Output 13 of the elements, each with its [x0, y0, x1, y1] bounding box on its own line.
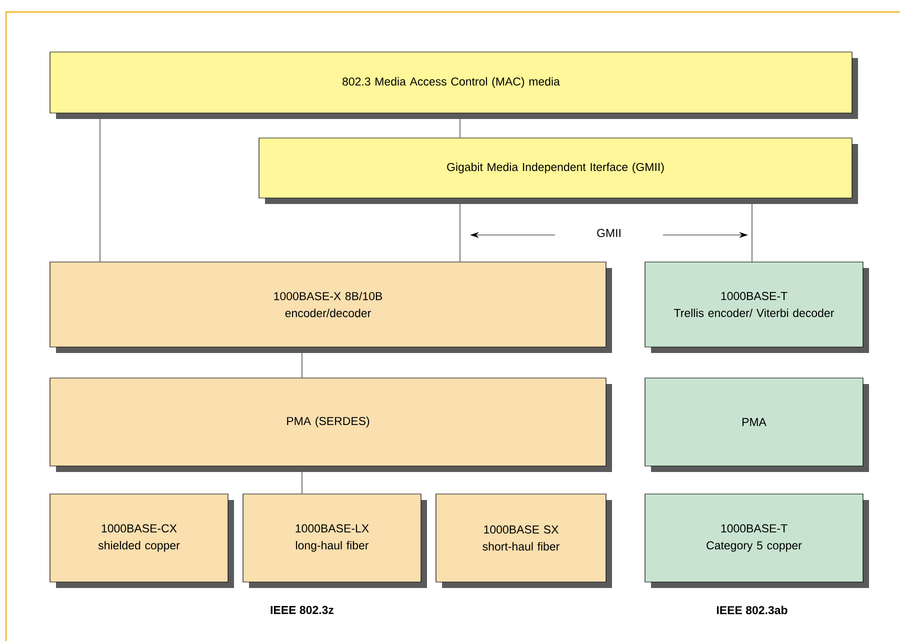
layer-box: 1000BASE SX short-haul fiber: [436, 494, 612, 588]
layer-box: 1000BASE-X 8B/10B encoder/decoder: [50, 262, 612, 353]
layer-box: 1000BASE-T Category 5 copper: [644, 494, 869, 588]
standard-label: IEEE 802.3ab: [716, 606, 788, 614]
interface-label: GMII: [597, 228, 620, 238]
layer-box: PMA: [644, 378, 869, 472]
layer-box: Gigabit Media Independent Iterface (GMII): [258, 138, 858, 204]
layer-box: 1000BASE-LX long-haul fiber: [242, 494, 427, 588]
layer-box: 802.3 Media Access Control (MAC) media: [50, 52, 858, 119]
layer-box: 1000BASE-T Trellis encoder/ Viterbi decoder: [644, 262, 869, 353]
layer-box: 1000BASE-CX shielded copper: [50, 494, 234, 588]
layer-box: PMA (SERDES): [50, 378, 612, 472]
standard-label: IEEE 802.3z: [270, 606, 334, 614]
